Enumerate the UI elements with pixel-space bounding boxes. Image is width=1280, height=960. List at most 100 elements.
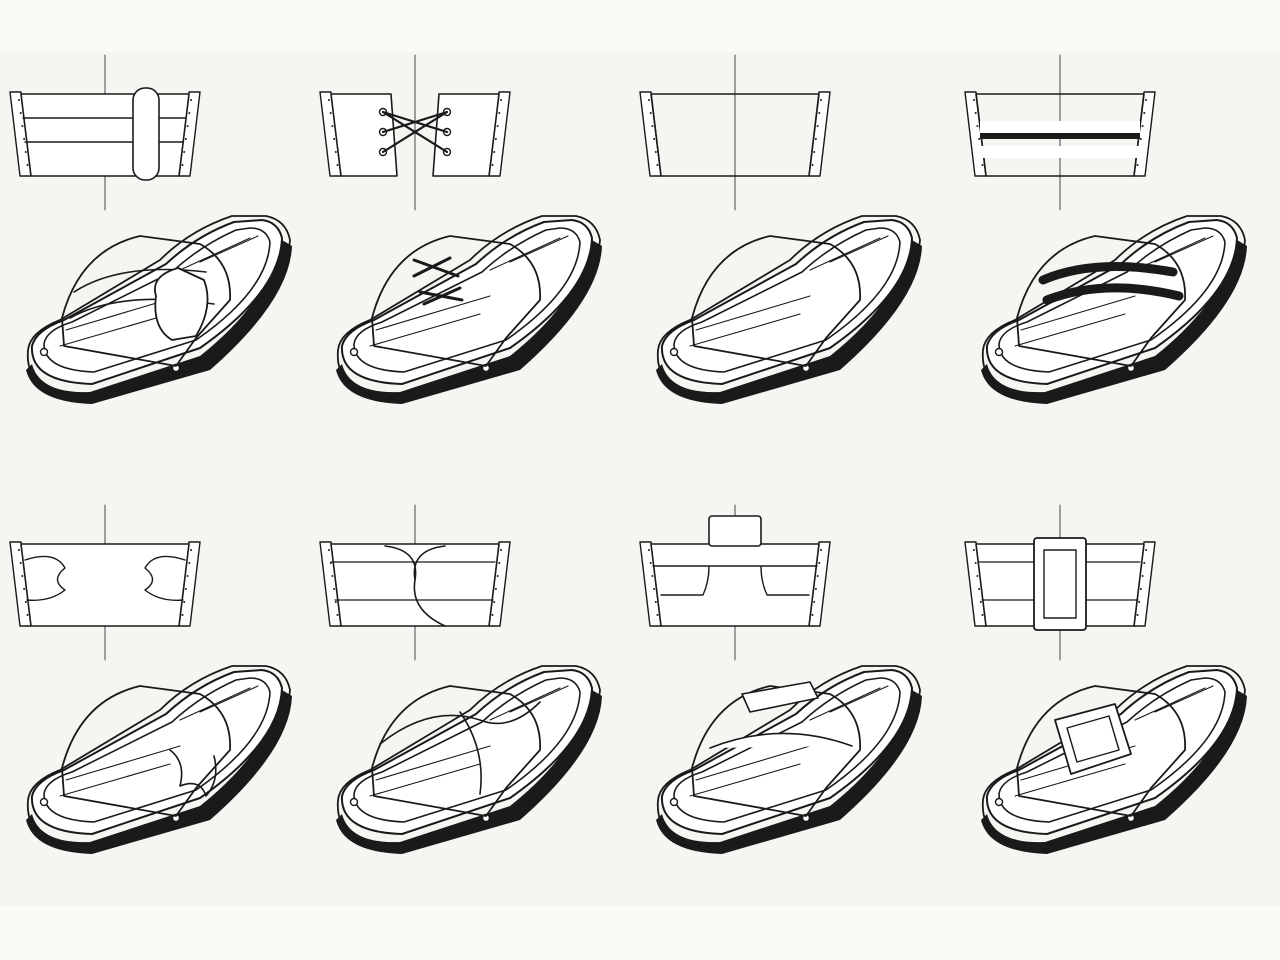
wavy-cutout-strap [9, 504, 292, 854]
tab-stitch [24, 151, 27, 153]
footbed-lines [369, 685, 569, 797]
tab-stitch [181, 164, 184, 166]
strap-3d [371, 685, 541, 817]
footbed [353, 677, 581, 823]
rivet [349, 797, 359, 807]
tab-stitch [1141, 575, 1144, 577]
keeper-loop [154, 267, 209, 341]
tab-stitch [814, 138, 817, 140]
tab-stitch [333, 588, 336, 590]
sole-shadow [656, 690, 922, 854]
tab-stitch [651, 125, 654, 127]
sole-shadow [981, 240, 1247, 404]
tab-loop-strap [639, 504, 922, 854]
tab-stitch [186, 125, 189, 127]
strap-3d [1016, 685, 1186, 817]
footbed-lines [369, 235, 569, 347]
tab-stitch [333, 138, 336, 140]
black-stripe [980, 133, 1140, 139]
rivet [669, 797, 679, 807]
footbed [43, 677, 271, 823]
tab-stitch [331, 125, 334, 127]
criss-cross-lacing-strap [319, 54, 602, 404]
rivet [39, 347, 49, 357]
strap-panel [650, 543, 820, 627]
outsole [26, 665, 291, 849]
strap-3d [691, 235, 861, 367]
laces [412, 256, 464, 306]
tab-stitch [648, 99, 650, 101]
tab-stitch [23, 138, 26, 140]
outsole [336, 215, 601, 399]
outsole [336, 665, 601, 849]
tab-stitch [24, 601, 27, 603]
tab-stitch [1145, 99, 1147, 101]
footbed-lines [59, 235, 259, 347]
tab-stitch [648, 549, 650, 551]
tab-stitch [814, 588, 817, 590]
tab-stitch [973, 99, 975, 101]
tab-stitch [188, 562, 191, 564]
tab-stitch [653, 138, 656, 140]
rivet [669, 347, 679, 357]
tab-stitch [974, 112, 977, 114]
tab-stitch [494, 138, 497, 140]
tab-stitch [654, 601, 657, 603]
tab-stitch [1138, 601, 1141, 603]
twist-overlap [379, 701, 541, 795]
wavy-cutouts [169, 749, 217, 797]
footbed [673, 227, 901, 373]
tab-stitch [493, 601, 496, 603]
tab-stitch [183, 601, 186, 603]
left-panel [330, 93, 398, 177]
tab-stitch [331, 575, 334, 577]
tab-stitch [1139, 588, 1142, 590]
tab-stitch [328, 99, 330, 101]
tab-stitch [498, 112, 501, 114]
footbed-lines [59, 685, 259, 797]
left-tab [639, 91, 662, 177]
tab-stitch [1136, 164, 1139, 166]
white-stripe [980, 121, 1140, 133]
crossover-twist-strap [319, 504, 602, 854]
keeper-loop [132, 87, 160, 181]
footbed-lines [689, 685, 889, 797]
tab-stitch [500, 549, 502, 551]
tab-stitch [976, 575, 979, 577]
buckle-inner [1066, 715, 1120, 763]
tab-stitch [184, 138, 187, 140]
top-tab [708, 515, 762, 547]
strap-3d [1016, 235, 1186, 367]
tab-stitch [656, 164, 659, 166]
tab-stitch [649, 562, 652, 564]
right-panel [432, 93, 500, 177]
tab-stitch [491, 614, 494, 616]
white-stripes [1038, 262, 1184, 305]
tab-stitch [818, 112, 821, 114]
tab-stitch [334, 601, 337, 603]
mesh-net-strap [639, 54, 922, 404]
tab-stitch [651, 575, 654, 577]
strap-3d [61, 685, 231, 817]
tab-stitch [820, 99, 822, 101]
tab-stitch [336, 164, 339, 166]
tab-stitch [1139, 138, 1142, 140]
footbed-lines [1014, 235, 1214, 347]
tab-stitch [184, 588, 187, 590]
tab-stitch [979, 601, 982, 603]
tab-stitch [820, 549, 822, 551]
tab-stitch [656, 614, 659, 616]
rivet [39, 797, 49, 807]
rivet [994, 347, 1004, 357]
tab-seams [652, 565, 818, 596]
strap-3d [691, 685, 861, 817]
tab-stitch [21, 575, 24, 577]
white-stripe [980, 146, 1140, 158]
tab-stitch [816, 125, 819, 127]
buckle-inner [1043, 549, 1077, 619]
tab-stitch [328, 549, 330, 551]
tab-stitch [190, 99, 192, 101]
mesh-panel [650, 93, 820, 177]
tab-stitch [18, 549, 20, 551]
row-2 [9, 504, 1247, 854]
